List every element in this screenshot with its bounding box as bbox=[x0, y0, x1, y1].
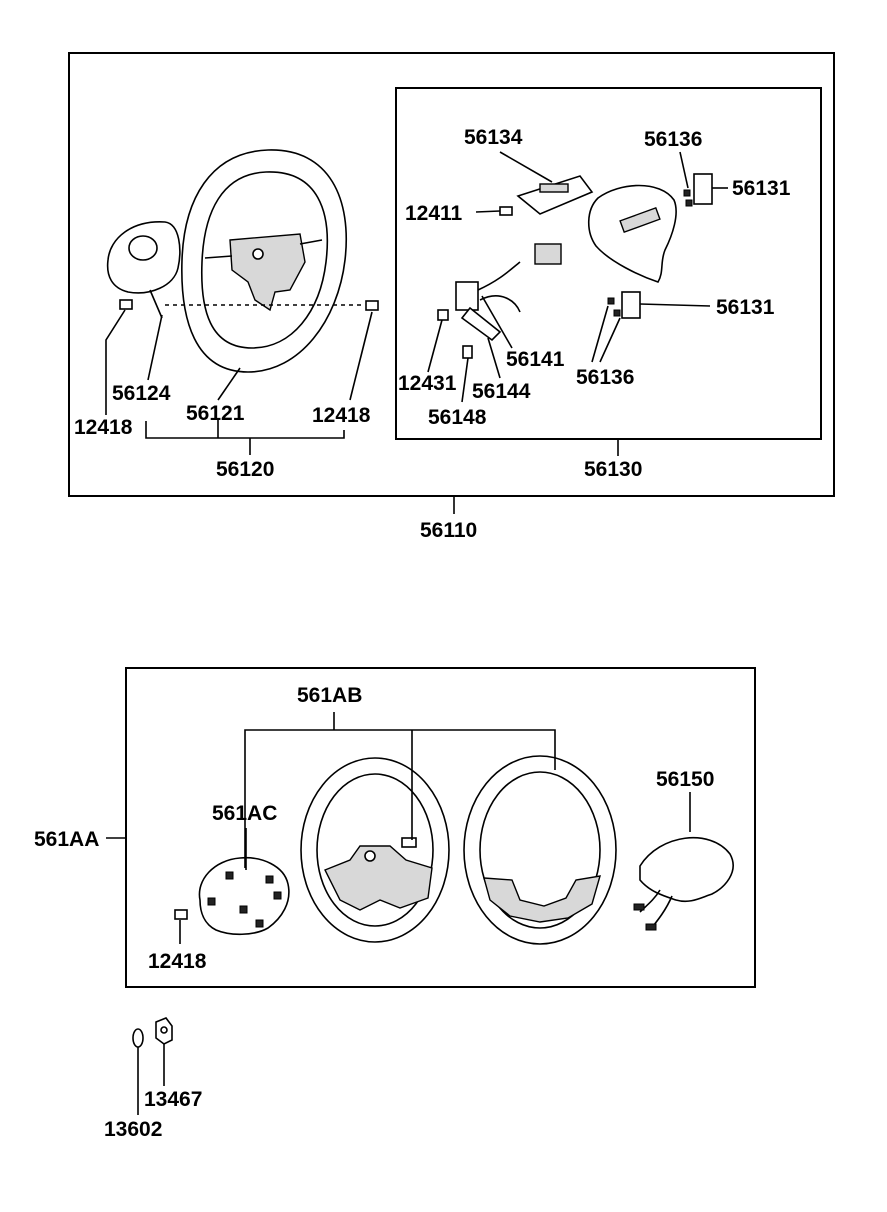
switch-56131-top bbox=[693, 173, 713, 205]
leader-56141 bbox=[481, 295, 513, 349]
washer-13602 bbox=[132, 1028, 144, 1048]
clip-56136-top bbox=[683, 189, 693, 207]
label-56150: 56150 bbox=[656, 768, 714, 791]
steering-wheel-56121 bbox=[181, 149, 347, 373]
steering-wheel-561AB-a bbox=[300, 757, 450, 943]
label-13467: 13467 bbox=[144, 1088, 202, 1111]
screw-56148 bbox=[462, 345, 473, 359]
nut-13467 bbox=[155, 1017, 173, 1045]
screw-12418-lower bbox=[174, 909, 188, 920]
steering-wheel-561AB-b bbox=[463, 755, 617, 945]
label-56148: 56148 bbox=[428, 406, 487, 429]
leader-56148 bbox=[461, 357, 469, 403]
bracket-56120 bbox=[145, 420, 345, 455]
label-56131-top: 56131 bbox=[732, 177, 791, 200]
leader-56121 bbox=[217, 367, 241, 401]
bracket-561AB bbox=[244, 712, 556, 868]
screw-12418-right bbox=[365, 300, 379, 311]
leader-56144 bbox=[487, 337, 501, 379]
leader-56131-bottom bbox=[639, 303, 711, 307]
label-12411: 12411 bbox=[405, 202, 463, 225]
leader-12411 bbox=[475, 210, 501, 213]
label-56141: 56141 bbox=[506, 348, 565, 371]
label-56124: 56124 bbox=[112, 382, 171, 405]
leader-12431 bbox=[427, 319, 443, 373]
label-56120: 56120 bbox=[216, 458, 274, 481]
label-13602: 13602 bbox=[104, 1118, 162, 1141]
leader-12418-right bbox=[349, 311, 373, 401]
cover-56124 bbox=[106, 221, 181, 319]
switch-56131-bottom bbox=[621, 291, 641, 319]
label-561AB: 561AB bbox=[297, 684, 362, 707]
harness-56141 bbox=[455, 243, 562, 313]
clip-56136-bottom bbox=[607, 297, 621, 317]
label-12431: 12431 bbox=[398, 372, 457, 395]
label-56136-top: 56136 bbox=[644, 128, 702, 151]
leader-56124 bbox=[147, 314, 163, 381]
airbag-module-56150 bbox=[633, 837, 734, 931]
label-12418-left: 12418 bbox=[74, 416, 133, 439]
leader-56136-bottom bbox=[591, 305, 621, 363]
label-561AA: 561AA bbox=[34, 828, 99, 851]
assembly-56130-frame bbox=[395, 87, 822, 440]
label-12418-right: 12418 bbox=[312, 404, 371, 427]
screw-12411 bbox=[499, 206, 513, 216]
bracket-56144 bbox=[460, 306, 502, 342]
label-56130: 56130 bbox=[584, 458, 642, 481]
pad-housing bbox=[587, 184, 677, 283]
cover-561AC bbox=[198, 856, 290, 936]
leader-56134 bbox=[499, 151, 553, 183]
label-56144: 56144 bbox=[472, 380, 531, 403]
label-56121: 56121 bbox=[186, 402, 245, 425]
leader-12418-left bbox=[105, 309, 126, 415]
assembly-561AA-frame bbox=[125, 667, 756, 988]
switch-bar-56134 bbox=[516, 175, 594, 215]
label-12418-lower: 12418 bbox=[148, 950, 207, 973]
label-56136-bottom: 56136 bbox=[576, 366, 634, 389]
label-561AC: 561AC bbox=[212, 802, 277, 825]
label-56110: 56110 bbox=[420, 519, 477, 542]
screw-12431 bbox=[437, 309, 449, 321]
leader-56136-top bbox=[679, 151, 689, 189]
label-56134: 56134 bbox=[464, 126, 523, 149]
assembly-56110-frame bbox=[68, 52, 835, 497]
label-56131-bottom: 56131 bbox=[716, 296, 775, 319]
screw-12418-left bbox=[119, 299, 133, 310]
